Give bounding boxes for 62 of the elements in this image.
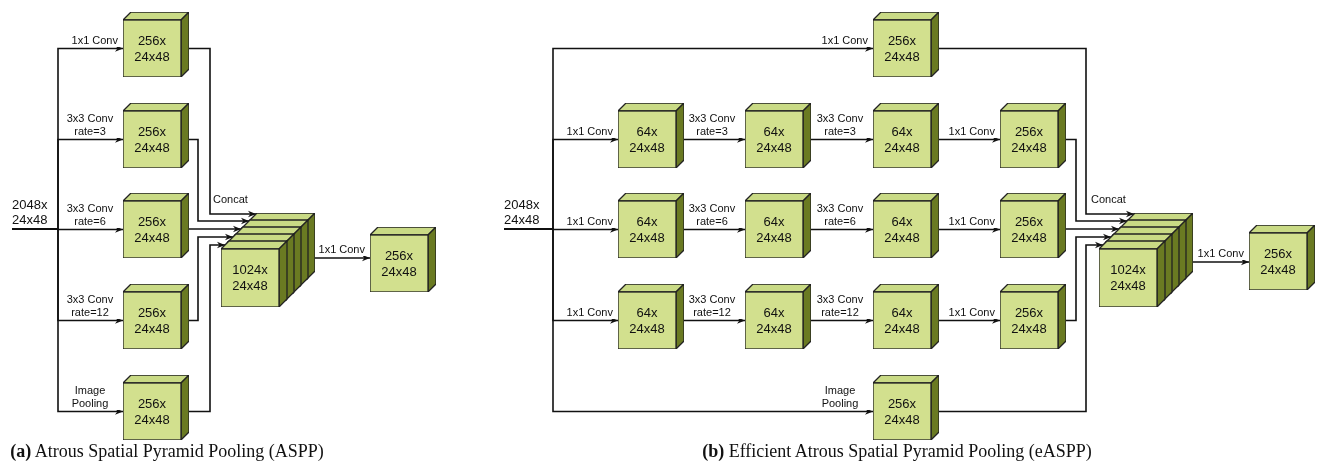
edge-label: 1x1 Conv [565,214,614,228]
input-size-text: 2048x 24x48 [504,197,548,229]
arrow [683,226,746,233]
arrow [938,226,1001,233]
tensor-size-text: 64x 24x48 [883,213,921,246]
tensor-size-text: 1024x 24x48 [231,262,269,294]
edge-label: 1x1 Conv [317,243,366,256]
tensor-size-text: 256x 24x48 [133,304,171,337]
arrow [938,241,1104,413]
tensor-size-text: 64x 24x48 [755,123,793,156]
arrow [188,47,257,218]
tensor-size-text: 256x 24x48 [1010,213,1048,246]
tensor-size-text: 256x 24x48 [883,395,921,428]
edge-label: 1x1 Conv [947,305,996,319]
edge-label: 1x1 Conv [947,214,996,228]
arrow [1065,138,1128,225]
tensor-size-text: 256x 24x48 [133,395,171,428]
arrow [810,226,874,233]
arrow [683,136,746,143]
operation-label: Concat [1091,193,1126,206]
tensor-size-text: 256x 24x48 [1010,123,1048,156]
arrow [188,241,226,413]
arrow [810,136,874,143]
tensor-size-text: 256x 24x48 [133,123,171,156]
tensor-size-text: 256x 24x48 [883,32,921,65]
tensor-size-text: 64x 24x48 [628,304,666,337]
tensor-size-text: 64x 24x48 [883,304,921,337]
edge-label: 1x1 Conv [70,33,119,47]
tensor-size-text: 64x 24x48 [755,304,793,337]
arrow [938,317,1001,324]
tensor-size-text: 256x 24x48 [133,32,171,65]
edge-label: 1x1 Conv [565,124,614,138]
subfigure-caption: (a) Atrous Spatial Pyramid Pooling (ASPP) [10,440,324,462]
arrow [938,47,1135,218]
operation-label: Concat [213,193,248,206]
edge-label: 1x1 Conv [820,33,869,47]
arrow [188,138,250,225]
edge-label: 1x1 Conv [947,124,996,138]
tensor-size-text: 64x 24x48 [883,123,921,156]
tensor-size-text: 1024x 24x48 [1109,262,1147,294]
tensor-size-text: 256x 24x48 [133,213,171,246]
arrow [188,225,242,233]
edge-label: 1x1 Conv [565,305,614,319]
edge-label: 1x1 Conv [1196,247,1245,260]
tensor-size-text: 64x 24x48 [628,123,666,156]
tensor-size-text: 64x 24x48 [628,213,666,246]
arrow [11,228,124,415]
tensor-size-text: 256x 24x48 [1259,245,1297,278]
arrow [1065,225,1120,233]
subfigure-caption: (b) Efficient Atrous Spatial Pyramid Pooling (eASPP) [702,440,1092,462]
arrow [503,228,874,415]
tensor-size-text: 64x 24x48 [755,213,793,246]
arrow [810,317,874,324]
arrow [314,254,371,262]
tensor-size-text: 256x 24x48 [1010,304,1048,337]
tensor-size-text: 256x 24x48 [380,247,418,280]
input-size-text: 2048x 24x48 [12,197,56,229]
arrow [1065,233,1112,322]
arrow [1192,258,1250,266]
arrow [938,136,1001,143]
arrow [683,317,746,324]
arrow [188,233,234,322]
